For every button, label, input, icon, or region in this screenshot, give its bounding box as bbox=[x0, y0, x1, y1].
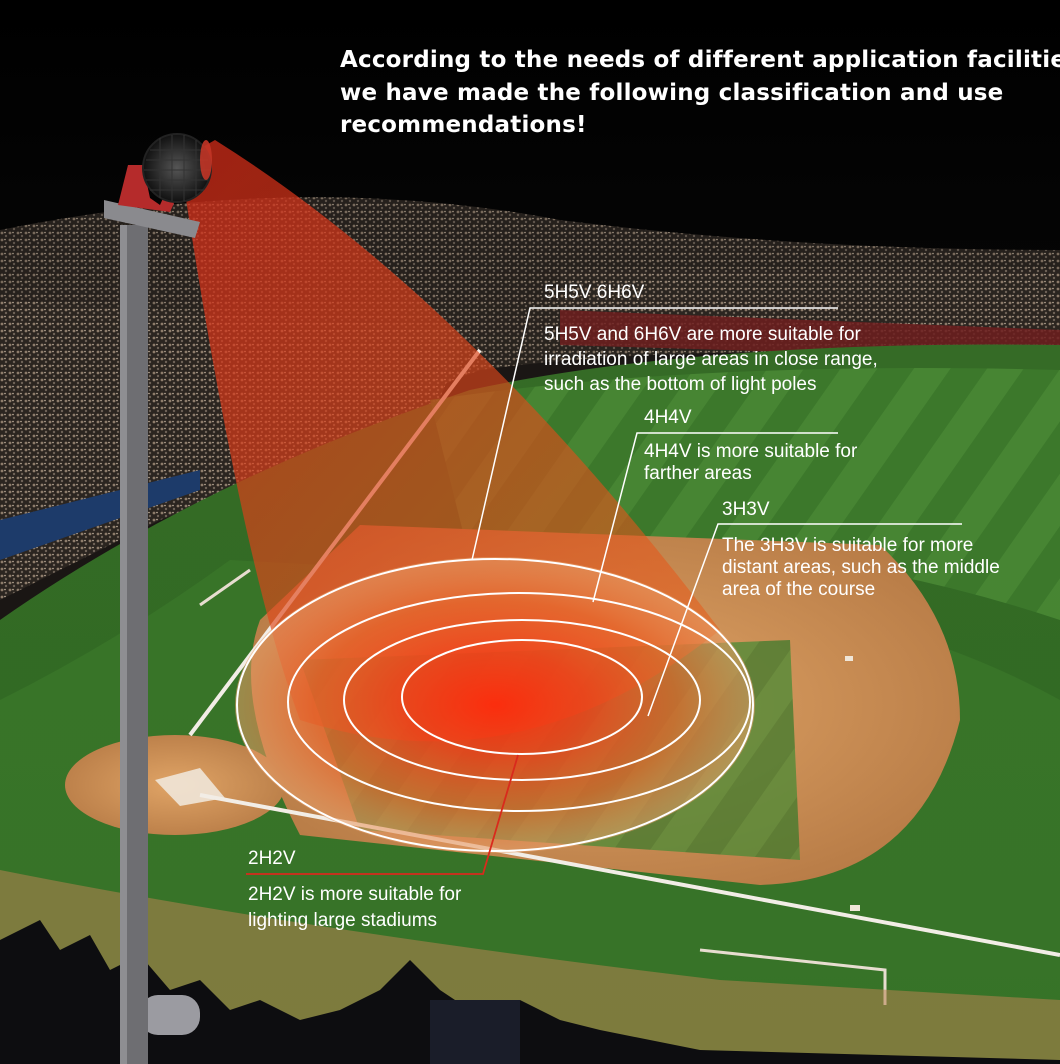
annotation-desc-line: irradiation of large areas in close rang… bbox=[544, 349, 878, 370]
annotation-desc-line: 2H2V is more suitable for bbox=[248, 884, 462, 905]
annotation-desc-line: distant areas, such as the middle bbox=[722, 557, 1000, 578]
headline-line-2: we have made the following classificatio… bbox=[340, 79, 1004, 106]
annotation-title: 3H3V bbox=[722, 499, 770, 520]
annotation-5h5v-6h6v: 5H5V 6H6V 5H5V and 6H6V are more suitabl… bbox=[544, 282, 878, 397]
crowd-person bbox=[430, 1000, 520, 1064]
ring-4h4v bbox=[287, 592, 751, 812]
lamp-lens bbox=[200, 140, 212, 180]
spot-area bbox=[235, 557, 755, 853]
annotation-4h4v: 4H4V 4H4V is more suitable for farther a… bbox=[644, 407, 857, 485]
annotation-desc-line: 4H4V is more suitable for bbox=[644, 441, 858, 462]
base bbox=[850, 905, 860, 911]
light-pole-highlight bbox=[120, 225, 127, 1064]
floodlight-grille bbox=[144, 135, 210, 201]
headline-line-3: recommendations! bbox=[340, 112, 587, 138]
ring-5h5v-6h6v bbox=[236, 558, 754, 852]
ring-3h3v bbox=[343, 619, 701, 781]
annotation-title: 4H4V bbox=[644, 407, 692, 428]
annotation-description: 2H2V is more suitable for lighting large… bbox=[248, 882, 461, 934]
annotation-desc-line: such as the bottom of light poles bbox=[544, 374, 817, 395]
mown-grass-stripes bbox=[430, 368, 1060, 620]
leader-line-3h3v bbox=[647, 523, 962, 717]
annotation-desc-line: farther areas bbox=[644, 463, 752, 484]
annotation-desc-line: area of the course bbox=[722, 579, 876, 600]
headline: According to the needs of different appl… bbox=[340, 44, 1060, 142]
annotation-3h3v: 3H3V The 3H3V is suitable for more dista… bbox=[722, 499, 1000, 601]
annotation-description: The 3H3V is suitable for more distant ar… bbox=[722, 535, 1000, 601]
annotation-desc-line: 5H5V and 6H6V are more suitable for bbox=[544, 324, 861, 345]
annotation-description: 5H5V and 6H6V are more suitable for irra… bbox=[544, 322, 878, 397]
pole-crossarm bbox=[104, 200, 200, 238]
headline-line-1: According to the needs of different appl… bbox=[340, 47, 1060, 73]
annotation-title: 2H2V bbox=[248, 848, 296, 869]
leader-line-2h2v bbox=[246, 754, 519, 875]
annotation-title: 5H5V 6H6V bbox=[544, 282, 645, 303]
ring-2h2v bbox=[401, 639, 643, 755]
foreground-crowd bbox=[0, 920, 1060, 1064]
leader-line-4h4v bbox=[592, 432, 838, 603]
annotation-desc-line: The 3H3V is suitable for more bbox=[722, 535, 974, 556]
dugout bbox=[0, 470, 200, 560]
base bbox=[845, 656, 853, 661]
crowd-cap bbox=[140, 995, 200, 1035]
annotation-description: 4H4V is more suitable for farther areas bbox=[644, 441, 857, 485]
leader-line-5h5v bbox=[471, 307, 838, 561]
annotation-desc-line: lighting large stadiums bbox=[248, 910, 438, 931]
coach-box-line bbox=[199, 568, 251, 607]
annotation-2h2v: 2H2V 2H2V is more suitable for lighting … bbox=[248, 848, 461, 934]
